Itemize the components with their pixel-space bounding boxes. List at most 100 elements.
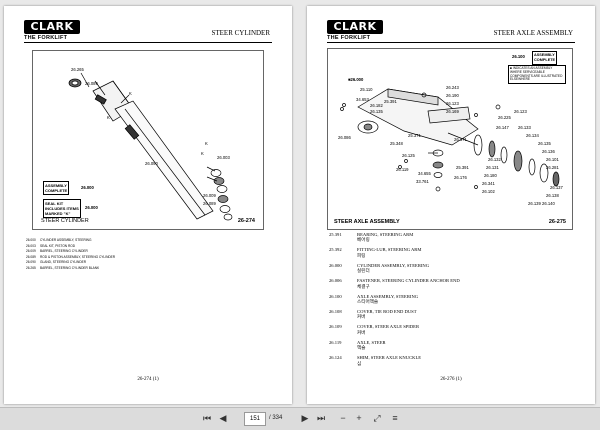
assembly-box-line2: COMPLETE xyxy=(45,188,68,193)
part-desc: SHIM, STEER AXLE KNUCKLE xyxy=(357,355,422,361)
figure-number: 26-275 xyxy=(548,219,566,225)
first-page-icon[interactable]: ⏮ xyxy=(202,413,212,423)
part-number: 26.000 xyxy=(26,238,36,242)
callout-label: 26.089 xyxy=(85,81,98,86)
callout-label: 25.391 xyxy=(384,99,397,104)
part-desc-local: 커버 xyxy=(357,314,366,320)
callout-label: 26.086 xyxy=(338,135,351,140)
callout-label: 26.132 xyxy=(488,157,501,162)
part-desc: BARREL, STEERING CYLINDER BLANK xyxy=(40,265,100,270)
part-number: 26.000 xyxy=(329,262,342,268)
callout-label: 26.123 xyxy=(446,101,459,106)
parts-row: 26.000 CYLINDER ASSEMBLY, STEERING xyxy=(26,238,146,242)
page-total: / 334 xyxy=(269,415,283,421)
seal-box-value: 26.000 xyxy=(85,205,98,210)
callout-label: 26.102 xyxy=(482,189,495,194)
cylinder-drawing xyxy=(68,72,233,221)
callout-label: 34.655 xyxy=(418,171,431,176)
part-desc: GLAND, STEERING CYLINDER xyxy=(40,260,87,264)
callout-label: 26.090 xyxy=(145,161,158,166)
part-desc-local: 베어링 xyxy=(357,237,370,243)
zoom-out-icon[interactable]: − xyxy=(340,413,346,423)
part-desc: SEAL KIT, PISTON ROD xyxy=(40,243,76,248)
callout-label: 26.139 xyxy=(528,201,541,206)
page-title: STEER CYLINDER xyxy=(211,29,270,37)
part-desc: CYLINDER ASSEMBLY, STEERING xyxy=(357,262,430,268)
callout-label: 26.190 xyxy=(446,93,459,98)
part-desc-local: 실린더 xyxy=(357,268,370,274)
part-desc: FASTENER, STEERING CYLINDER ANCHOR END xyxy=(357,278,460,284)
callout-label: 26.131 xyxy=(486,165,499,170)
part-desc: BARREL, STEERING CYLINDER xyxy=(40,249,88,253)
callout-label: 34.653 xyxy=(356,97,369,102)
callout-label: K xyxy=(129,91,132,96)
callout-label: 26.119 xyxy=(396,167,409,172)
callout-label: 26.341 xyxy=(482,181,495,186)
callout-label: 26.089 xyxy=(203,201,216,206)
part-desc-local: 심 xyxy=(357,360,362,366)
part-number: 26.009 xyxy=(26,249,36,253)
axle-drawing xyxy=(340,88,560,192)
callout-label: 26.243 xyxy=(446,85,459,90)
part-number: 26.119 xyxy=(329,339,342,345)
fit-icon[interactable]: ⤢ xyxy=(373,413,381,423)
part-number: 26.100 xyxy=(329,293,342,299)
part-desc: CYLINDER ASSEMBLY, STEERING xyxy=(40,238,92,242)
callout-label: 26.135 xyxy=(538,141,551,146)
part-desc: AXLE ASSEMBLY, STEERING xyxy=(357,293,419,299)
callout-label: K xyxy=(201,151,204,156)
figure-number: 26-274 xyxy=(237,218,255,224)
part-desc-local: 피팅 xyxy=(357,252,366,258)
part-desc: FITTING-LUB, STEERING ARM xyxy=(357,247,422,253)
zoom-in-icon[interactable]: + xyxy=(356,413,362,423)
part-number: 25.391 xyxy=(329,232,342,237)
callout-label: 25.391 xyxy=(456,165,469,170)
callout-label: 25.371 xyxy=(408,133,421,138)
assembly-box-line1: ASSEMBLY xyxy=(534,53,555,57)
callout-label: 26.140 xyxy=(542,201,555,206)
page-right: CLARK THE FORKLIFT STEER AXLE ASSEMBLY xyxy=(307,6,595,404)
callout-label: 33.761 xyxy=(416,179,429,184)
callout-label: 26.137 xyxy=(550,185,563,190)
prev-page-icon[interactable]: ◀ xyxy=(219,413,227,423)
part-number: 26.124 xyxy=(329,355,342,361)
logo-mark: CLARK xyxy=(327,20,383,34)
steer-axle-diagram: ■26.000 25.110 34.653 26.182 26.135 25.3… xyxy=(327,48,573,230)
callout-label: 26.003 xyxy=(217,155,230,160)
assembly-box-line1: ASSEMBLY xyxy=(45,183,67,188)
page-title: STEER AXLE ASSEMBLY xyxy=(493,29,573,37)
part-desc: ROD & PISTON ASSEMBLY, STEERING CYLINDER xyxy=(40,254,116,259)
callout-label: K xyxy=(107,115,110,120)
callout-label: 26.281 xyxy=(546,165,559,170)
logo-tagline: THE FORKLIFT xyxy=(24,35,68,41)
callout-label: 26.182 xyxy=(370,103,383,108)
parts-row: 26.090 GLAND, STEERING CYLINDER xyxy=(26,260,146,264)
last-page-icon[interactable]: ⏭ xyxy=(316,413,326,423)
callout-label: 26.180 xyxy=(484,173,497,178)
callout-label: 26.176 xyxy=(454,175,467,180)
callout-label: 26.147 xyxy=(496,125,509,130)
header-rule xyxy=(327,42,575,43)
part-desc-local: 스티어액슬 xyxy=(357,299,379,305)
part-number: 26.090 xyxy=(26,260,36,264)
callout-label: 26.265 xyxy=(71,67,84,72)
menu-icon[interactable]: ≡ xyxy=(392,413,398,423)
page-footer: 26-274 (1) xyxy=(137,377,159,382)
callout-label: 26.135 xyxy=(370,109,383,114)
callout-label: 26.009 xyxy=(203,193,216,198)
callout-label: 26.133 xyxy=(518,125,531,130)
next-page-icon[interactable]: ▶ xyxy=(301,413,309,423)
clark-logo: CLARK THE FORKLIFT xyxy=(327,20,383,41)
callout-label: 26.123 xyxy=(514,109,527,114)
callout-label: 26.125 xyxy=(402,153,415,158)
seal-box-line2: INCLUDES ITEMS xyxy=(45,206,79,211)
page-number-input[interactable]: 151 xyxy=(244,412,266,426)
